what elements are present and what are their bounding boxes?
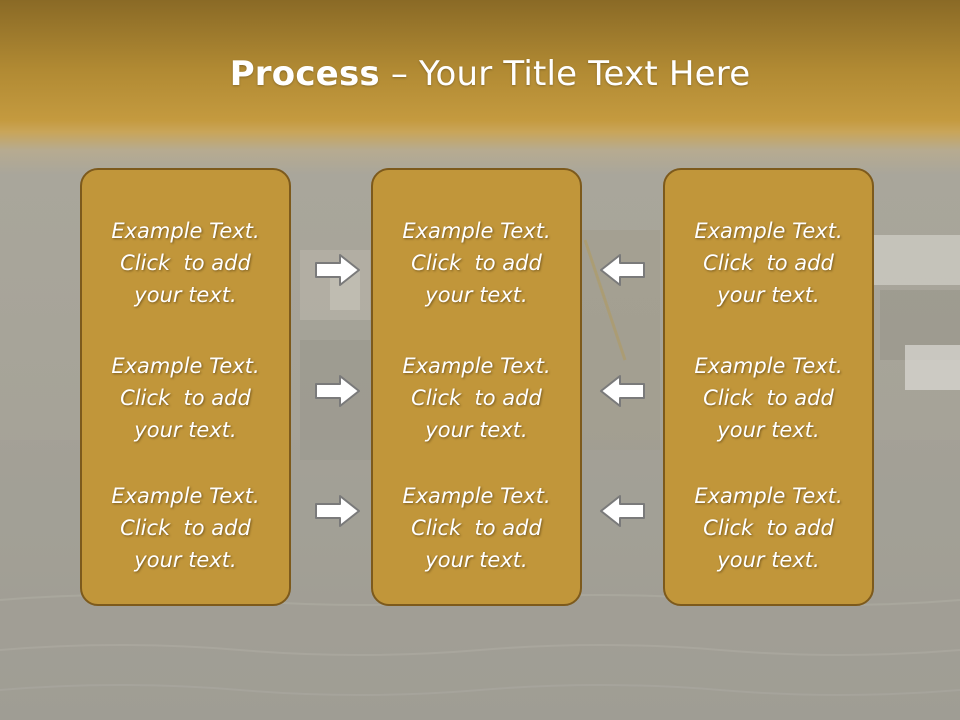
right-arrow-icon	[315, 254, 360, 286]
process-box-right[interactable]: Example Text. Click to add your text. Ex…	[663, 168, 874, 606]
text-line: Click to add	[120, 251, 251, 275]
slide-title[interactable]: Process – Your Title Text Here	[0, 54, 960, 94]
title-bold-text: Process	[229, 54, 380, 94]
text-line: your text.	[717, 548, 820, 572]
placeholder-text[interactable]: Example Text. Click to add your text.	[665, 350, 872, 446]
process-box-center[interactable]: Example Text. Click to add your text. Ex…	[371, 168, 582, 606]
title-rest-text: – Your Title Text Here	[379, 54, 751, 94]
text-line: Example Text.	[402, 354, 551, 378]
placeholder-text[interactable]: Example Text. Click to add your text.	[82, 350, 289, 446]
text-line: your text.	[134, 418, 237, 442]
text-line: your text.	[717, 418, 820, 442]
text-line: Click to add	[411, 251, 542, 275]
text-line: Example Text.	[402, 219, 551, 243]
placeholder-text[interactable]: Example Text. Click to add your text.	[373, 480, 580, 576]
text-line: Example Text.	[111, 219, 260, 243]
text-line: Click to add	[411, 516, 542, 540]
text-line: your text.	[134, 283, 237, 307]
right-arrow-icon	[315, 495, 360, 527]
text-line: Click to add	[411, 386, 542, 410]
text-line: Click to add	[120, 516, 251, 540]
text-line: Example Text.	[111, 484, 260, 508]
left-arrow-icon	[600, 495, 645, 527]
left-arrow-icon	[600, 254, 645, 286]
placeholder-text[interactable]: Example Text. Click to add your text.	[373, 350, 580, 446]
text-line: Example Text.	[694, 484, 843, 508]
placeholder-text[interactable]: Example Text. Click to add your text.	[82, 480, 289, 576]
text-line: Click to add	[120, 386, 251, 410]
placeholder-text[interactable]: Example Text. Click to add your text.	[82, 215, 289, 311]
left-arrow-icon	[600, 375, 645, 407]
text-line: Example Text.	[694, 219, 843, 243]
placeholder-text[interactable]: Example Text. Click to add your text.	[373, 215, 580, 311]
text-line: Click to add	[703, 516, 834, 540]
text-line: your text.	[134, 548, 237, 572]
placeholder-text[interactable]: Example Text. Click to add your text.	[665, 215, 872, 311]
text-line: Example Text.	[694, 354, 843, 378]
text-line: Click to add	[703, 251, 834, 275]
text-line: your text.	[425, 418, 528, 442]
placeholder-text[interactable]: Example Text. Click to add your text.	[665, 480, 872, 576]
text-line: Example Text.	[402, 484, 551, 508]
text-line: your text.	[425, 283, 528, 307]
process-box-left[interactable]: Example Text. Click to add your text. Ex…	[80, 168, 291, 606]
text-line: Click to add	[703, 386, 834, 410]
text-line: Example Text.	[111, 354, 260, 378]
text-line: your text.	[425, 548, 528, 572]
right-arrow-icon	[315, 375, 360, 407]
text-line: your text.	[717, 283, 820, 307]
